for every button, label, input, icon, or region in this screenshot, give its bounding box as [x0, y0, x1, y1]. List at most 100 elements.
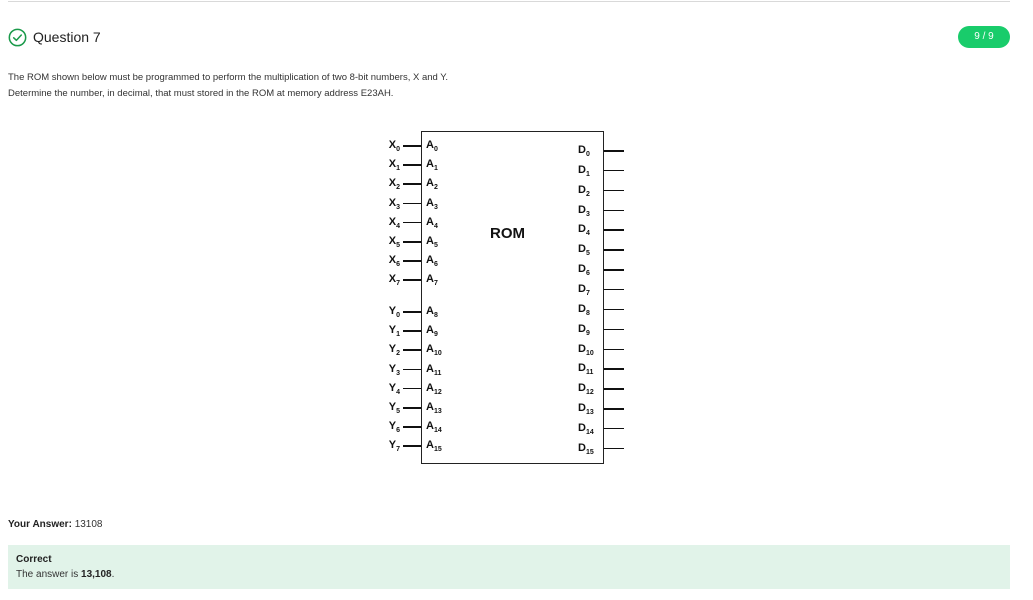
address-pin-label: A4 — [426, 215, 438, 231]
data-pin-label-letter: D — [578, 441, 586, 454]
input-wire — [403, 279, 421, 281]
input-pin-label: Y7 — [370, 438, 400, 454]
output-pin: D2 — [370, 183, 630, 199]
output-pin: D12 — [370, 381, 630, 396]
input-pin-label: Y5 — [370, 400, 400, 416]
input-pin: X4 A4 — [370, 215, 490, 231]
input-pin-label-letter: Y — [388, 381, 397, 394]
data-pin-label: D2 — [578, 183, 590, 199]
data-pin-label: D1 — [578, 163, 590, 179]
input-pin-label-subscript: 3 — [396, 369, 400, 377]
output-wire — [604, 169, 624, 172]
data-pin-label-subscript: 14 — [585, 428, 594, 436]
input-pin: Y2 A10 — [370, 342, 490, 358]
input-pin-label-letter: Y — [388, 305, 397, 317]
output-pin: D5 — [370, 242, 630, 258]
data-pin-label-letter: D — [578, 183, 586, 196]
output-wire — [604, 447, 624, 450]
prompt-line: Determine the number, in decimal, that m… — [8, 88, 394, 99]
input-pin-label: X2 — [370, 176, 400, 192]
input-pin-label-subscript: 6 — [396, 261, 400, 269]
input-wire — [403, 349, 421, 351]
address-pin-label-subscript: 13 — [433, 408, 442, 415]
input-pin-label-letter: Y — [388, 439, 397, 452]
output-pin: D0 — [370, 143, 630, 159]
address-pin-label-letter: A — [426, 235, 434, 247]
address-pin-label: A10 — [426, 342, 442, 358]
your-answer-value: 13108 — [74, 519, 103, 530]
data-pin-label-subscript: 3 — [585, 210, 590, 218]
data-pin-label: D6 — [578, 262, 590, 278]
input-pin-label-letter: Y — [388, 362, 397, 375]
feedback-status: Correct — [16, 554, 52, 565]
data-pin-label: D15 — [578, 441, 594, 457]
input-pin-label-subscript: 3 — [396, 203, 400, 211]
input-pin-label-letter: Y — [388, 420, 397, 433]
output-wire — [604, 368, 624, 370]
input-wire — [403, 407, 421, 409]
output-wire — [604, 150, 624, 152]
feedback-message-prefix: The answer is — [16, 569, 82, 580]
data-pin-label-subscript: 6 — [585, 270, 590, 278]
data-pin-label: D4 — [578, 222, 590, 238]
data-pin-label: D11 — [578, 361, 593, 377]
input-wire — [403, 445, 421, 447]
address-pin-label-letter: A — [426, 362, 434, 375]
data-pin-label-letter: D — [578, 263, 586, 276]
data-pin-label-subscript: 5 — [585, 250, 590, 258]
feedback-message: The answer is 13,108. — [16, 567, 1002, 583]
input-pin-label-letter: Y — [388, 401, 397, 413]
address-pin-label-letter: A — [426, 273, 434, 286]
output-wire — [604, 348, 624, 350]
data-pin-label-letter: D — [578, 203, 586, 216]
input-pin-label-subscript: 1 — [396, 165, 400, 173]
address-pin-label-letter: A — [426, 158, 434, 171]
data-pin-label: D14 — [578, 421, 594, 437]
input-wire — [403, 183, 421, 185]
input-pin-label: Y2 — [370, 342, 400, 358]
input-wire — [403, 426, 421, 428]
address-pin-label-letter: A — [426, 254, 434, 267]
data-pin-label-letter: D — [578, 243, 586, 256]
input-pin-label-subscript: 7 — [396, 446, 400, 454]
input-pin-label: X4 — [370, 215, 400, 231]
address-pin-label-letter: A — [426, 401, 434, 413]
address-pin-label: A9 — [426, 323, 438, 339]
input-pin-label: Y4 — [370, 381, 400, 397]
question-prompt: The ROM shown below must be programmed t… — [8, 70, 448, 102]
data-pin-label-subscript: 0 — [585, 151, 590, 158]
address-pin-label-letter: A — [426, 177, 434, 190]
output-pin: D6 — [370, 262, 630, 278]
address-pin-label-subscript: 11 — [433, 369, 442, 377]
data-pin-label: D0 — [578, 143, 590, 159]
rom-block — [421, 131, 604, 464]
input-pin-label-subscript: 4 — [396, 222, 400, 230]
input-wire — [403, 145, 421, 147]
output-pin: D8 — [370, 302, 630, 318]
output-wire — [604, 427, 624, 430]
output-pin: D11 — [370, 361, 630, 377]
output-wire — [604, 209, 624, 212]
data-pin-label: D8 — [578, 302, 590, 318]
input-pin-label: X3 — [370, 196, 400, 212]
address-pin-label-subscript: 3 — [433, 203, 438, 211]
address-pin-label-subscript: 8 — [433, 312, 438, 319]
address-pin-label-subscript: 6 — [433, 261, 438, 269]
data-pin-label-subscript: 13 — [585, 409, 594, 417]
address-pin-label: A3 — [426, 196, 438, 212]
input-pin-label: X0 — [370, 138, 400, 154]
address-pin-label-subscript: 2 — [433, 184, 438, 192]
address-pin-label: A6 — [426, 253, 438, 269]
input-pin-label: X1 — [370, 157, 400, 173]
input-wire — [403, 311, 421, 313]
output-pin: D1 — [370, 163, 630, 179]
input-pin: X3 A3 — [370, 196, 490, 212]
